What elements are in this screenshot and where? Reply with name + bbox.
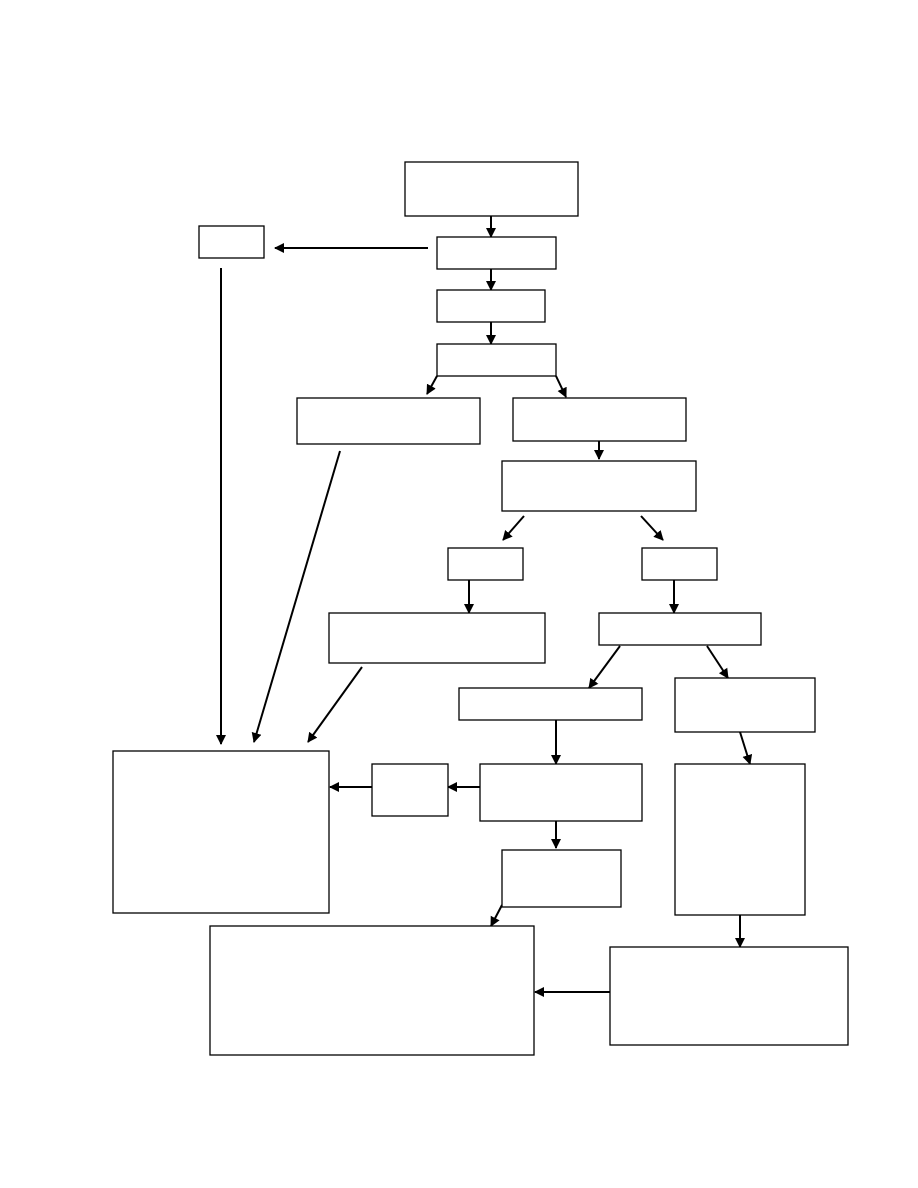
arrow-n4-to-n5 [426, 375, 438, 395]
flow-box-n8 [447, 547, 524, 581]
flow-box-n22 [198, 225, 265, 259]
arrow-line [555, 375, 567, 398]
arrow-n10-to-n16 [307, 666, 363, 743]
arrow-line [251, 450, 341, 743]
node-layer [112, 161, 849, 1056]
arrow-line [588, 645, 621, 689]
flow-box-rect [296, 397, 481, 445]
edge-layer [216, 216, 753, 997]
flow-box-rect [501, 460, 697, 512]
arrow-n17-to-n19 [490, 904, 503, 927]
flow-box-rect [112, 750, 330, 914]
arrow-line [307, 666, 363, 743]
arrow-line [640, 515, 664, 541]
flow-box-n10 [328, 612, 546, 664]
flow-box-n6 [512, 397, 687, 442]
flow-box-n15 [371, 763, 449, 817]
flow-box-n12 [458, 687, 643, 721]
flow-box-n4 [436, 343, 557, 377]
flow-box-rect [641, 547, 718, 581]
flow-box-n2 [436, 236, 557, 270]
arrow-n4-to-n6 [555, 375, 567, 398]
arrow-n7-to-n8 [502, 515, 525, 541]
arrow-n11-to-n12 [588, 645, 621, 689]
flow-box-rect [436, 236, 557, 270]
arrow-line [739, 731, 753, 765]
arrow-line [502, 515, 525, 541]
arrow-line [490, 904, 503, 927]
flow-box-rect [328, 612, 546, 664]
flow-box-n3 [436, 289, 546, 323]
arrow-n13-to-n18 [739, 731, 753, 765]
flow-box-n16 [112, 750, 330, 914]
flow-box-n17 [501, 849, 622, 908]
flow-box-n9 [641, 547, 718, 581]
flow-box-n20 [609, 946, 849, 1046]
flow-box-rect [598, 612, 762, 646]
flow-box-rect [501, 849, 622, 908]
flow-box-n14 [479, 763, 643, 822]
flow-box-rect [198, 225, 265, 259]
flow-box-n11 [598, 612, 762, 646]
flow-box-n1 [404, 161, 579, 217]
flow-box-rect [512, 397, 687, 442]
arrow-line [426, 375, 438, 395]
flow-box-n18 [674, 763, 806, 916]
flow-box-rect [371, 763, 449, 817]
flow-box-rect [209, 925, 535, 1056]
flow-box-rect [436, 289, 546, 323]
flow-box-n13 [674, 677, 816, 733]
flow-box-rect [458, 687, 643, 721]
flow-box-n5 [296, 397, 481, 445]
flow-box-n7 [501, 460, 697, 512]
flow-box-rect [674, 763, 806, 916]
flow-box-rect [674, 677, 816, 733]
arrow-n7-to-n9 [640, 515, 664, 541]
flow-box-n19 [209, 925, 535, 1056]
flow-box-rect [447, 547, 524, 581]
flow-box-rect [404, 161, 579, 217]
flow-box-rect [609, 946, 849, 1046]
arrow-n11-to-n13 [706, 645, 729, 679]
arrow-line [706, 645, 729, 679]
flow-box-rect [436, 343, 557, 377]
arrow-n5-to-n16 [251, 450, 341, 743]
flow-box-rect [479, 763, 643, 822]
